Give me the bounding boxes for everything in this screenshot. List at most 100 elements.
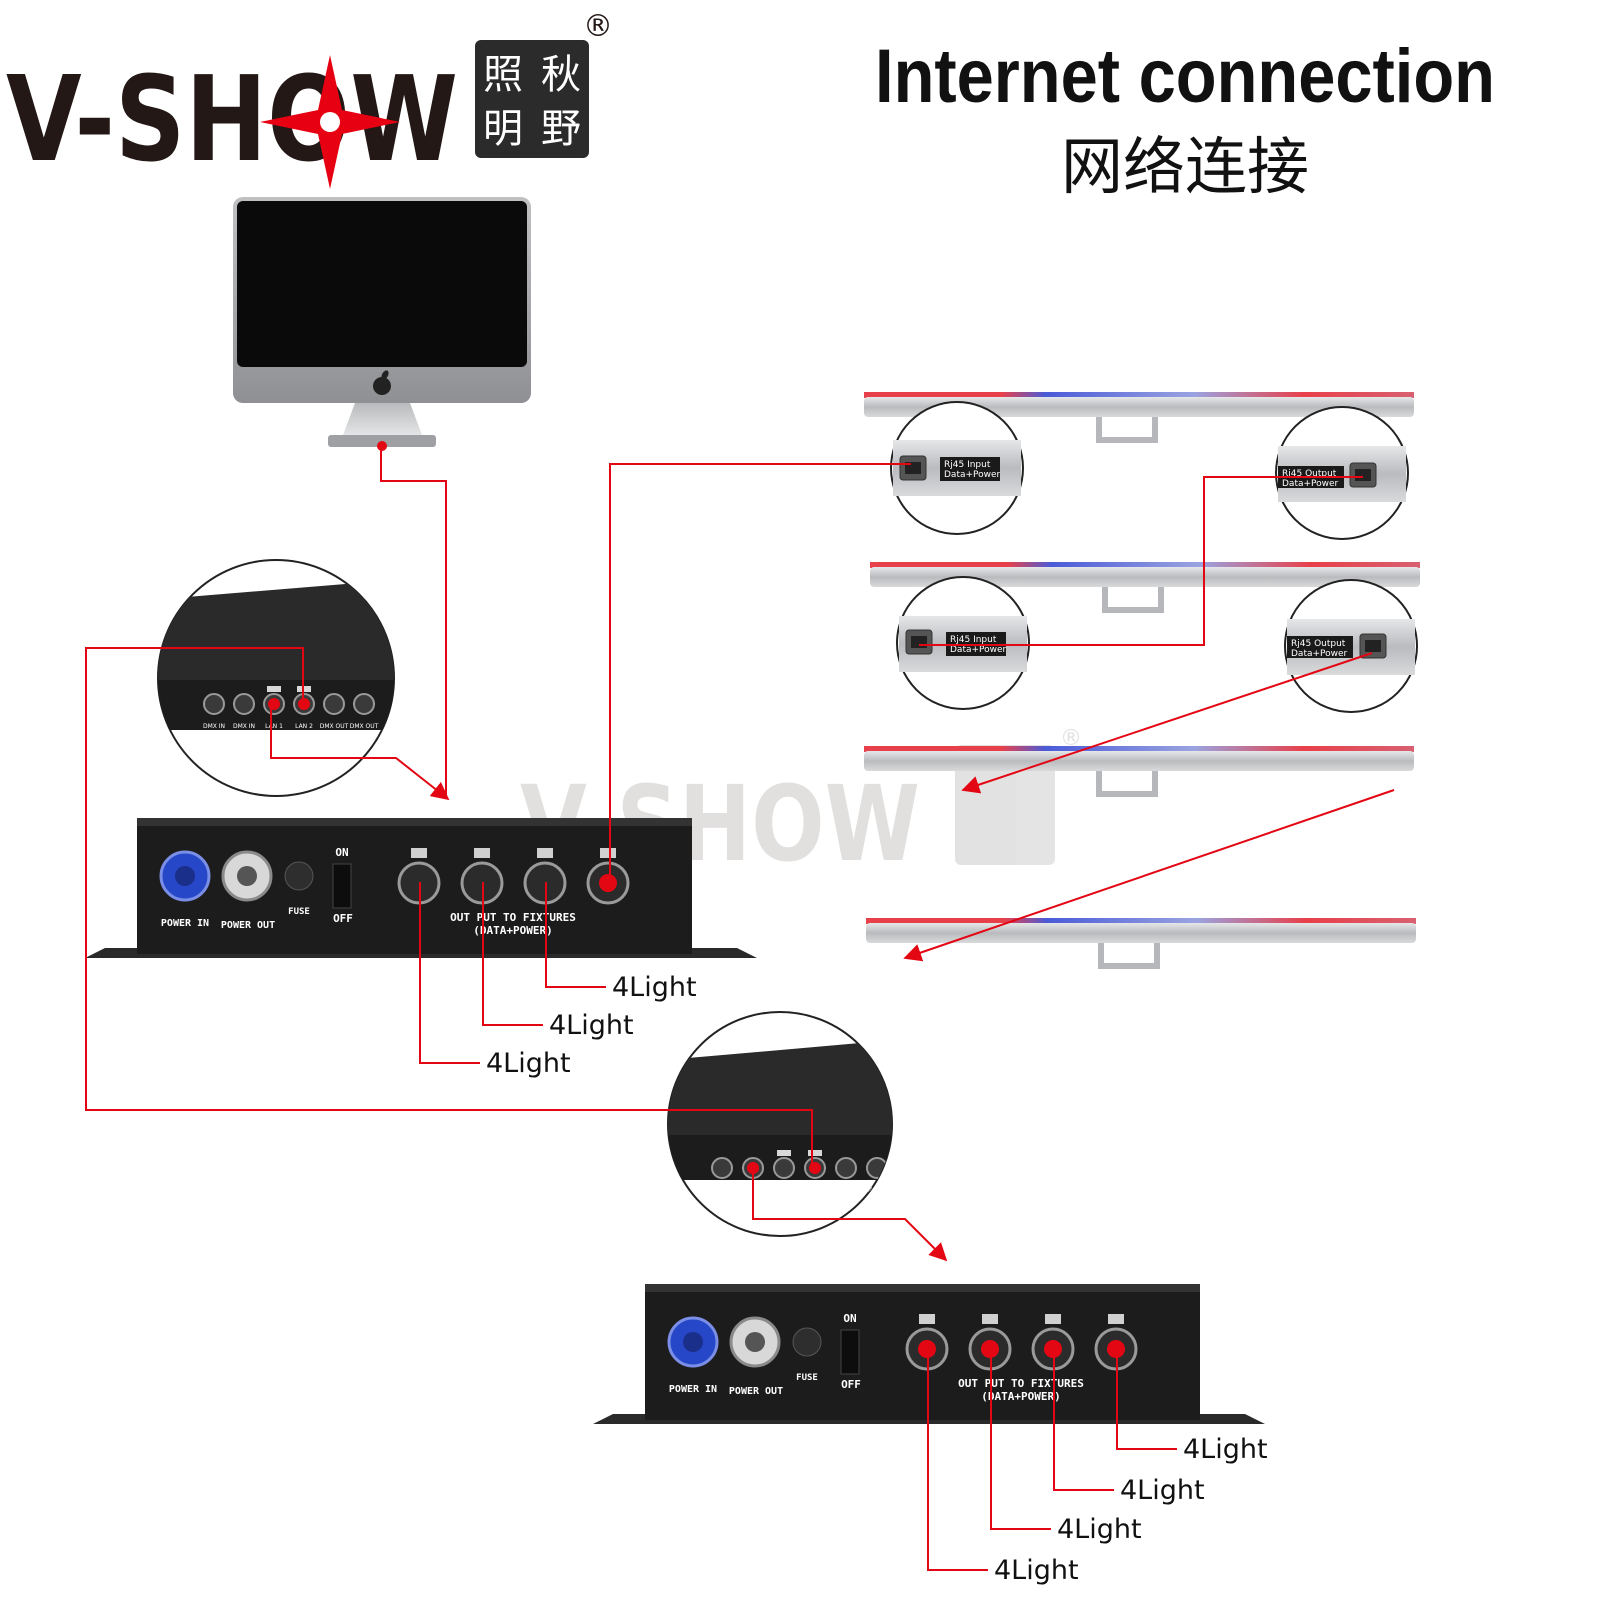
seal-char-3: 明 [483, 106, 523, 152]
led-bars [864, 392, 1420, 969]
output-sublabel: (DATA+POWER) [981, 1390, 1060, 1403]
detail-port-label: DMX OUT [350, 723, 379, 730]
detail-port-label: DMX IN [711, 1187, 733, 1194]
output-wires [419, 882, 1177, 1571]
bar-port-zoom-2-out: Rj45 Output Data+Power [1284, 579, 1418, 713]
seal-char-4: 野 [541, 106, 581, 152]
output-wire [1053, 1348, 1114, 1491]
power-out-label: POWER OUT [221, 920, 275, 931]
led-bar [866, 918, 1416, 969]
output-wire [545, 882, 606, 988]
detail-port-highlight [809, 1162, 821, 1174]
wires [85, 446, 1395, 1262]
rj45-output-sublabel: Data+Power [1282, 479, 1339, 489]
detail-port [203, 693, 225, 715]
output-label: OUT PUT TO FIXTURES [958, 1377, 1084, 1390]
switch-off-label: OFF [333, 912, 353, 925]
fuse-label: FUSE [796, 1373, 818, 1383]
detail-port-label: DMX OUT [320, 723, 349, 730]
bar-port-zoom-1-in: Rj45 Input Data+Power [890, 401, 1024, 535]
power-switch [840, 1329, 860, 1375]
output-label: OUT PUT TO FIXTURES [450, 911, 576, 924]
page-subtitle: 网络连接 [1061, 130, 1309, 203]
output-wire [927, 1348, 988, 1571]
registered-mark: ® [583, 9, 613, 44]
output-light-label: 4Light [612, 972, 697, 1003]
detail-port-label: DMX OUT [832, 1187, 861, 1194]
output-light-label: 4Light [486, 1048, 571, 1079]
detail-port [323, 693, 345, 715]
watermark-registered: ® [1060, 726, 1082, 751]
controller-box-top: POWER IN POWER OUT FUSE ON OFF OUT PUT TO FIX… [85, 818, 757, 958]
detail-port [353, 693, 375, 715]
led-bar [864, 392, 1414, 443]
detail-port-label: LAN 2 [295, 723, 313, 730]
switch-on-label: ON [335, 846, 348, 859]
output-sublabel: (DATA+POWER) [473, 924, 552, 937]
wire-detail-bottom-to-controller [752, 1168, 948, 1262]
fuse-holder [284, 861, 314, 891]
output-light-label: 4Light [1183, 1434, 1268, 1465]
brand-seal: 照 秋 明 野 [475, 40, 589, 158]
detail-port [835, 1157, 857, 1179]
wire-computer-to-controller [380, 446, 447, 795]
seal-char-2: 秋 [541, 52, 581, 98]
wire-daisy-chain [85, 647, 813, 1164]
logo-star-icon [260, 55, 400, 189]
output-port-highlight [599, 874, 617, 892]
computer-monitor [233, 197, 531, 451]
output-wire [419, 882, 480, 1064]
output-labels: 4Light 4Light 4Light 4Light 4Light 4Light 4Lig… [486, 972, 1268, 1586]
detail-port [773, 1157, 795, 1179]
wire-bar3-to-bar4 [903, 789, 1395, 962]
led-bar [864, 746, 1414, 797]
page-title: Internet connection [875, 34, 1495, 119]
detail-port-label: LAN 1 [775, 1187, 793, 1194]
bar-port-zoom-1-out: Rj45 Output Data+Power [1275, 406, 1409, 540]
rj45-output-label-2: Rj45 Output [1291, 639, 1346, 649]
wire-bar2-to-bar3 [961, 652, 1373, 794]
rj45-input-label: Rj45 Input [944, 460, 991, 470]
switch-on-label: ON [843, 1312, 856, 1325]
power-switch [332, 863, 352, 909]
output-light-label: 4Light [1057, 1514, 1142, 1545]
rj45-input-sublabel: Data+Power [944, 470, 1001, 480]
output-light-label: 4Light [1120, 1475, 1205, 1506]
detail-port-label: LAN 1 [265, 723, 283, 730]
output-light-label: 4Light [549, 1010, 634, 1041]
controller-box-bottom: POWER IN POWER OUT FUSE ON OFF OUT PUT TO FIX… [593, 1284, 1265, 1424]
detail-port-label: DMX OUT [863, 1187, 892, 1194]
wire-controller-to-bar1 [609, 463, 911, 880]
wire-detail-top-lan1 [270, 704, 450, 801]
output-light-label: 4Light [994, 1555, 1079, 1586]
detail-port-label: DMX IN [203, 723, 225, 730]
detail-port [233, 693, 255, 715]
power-in-label: POWER IN [669, 1384, 717, 1395]
output-wire [1116, 1348, 1177, 1450]
rj45-output-sublabel-2: Data+Power [1291, 649, 1348, 659]
output-wire [990, 1348, 1051, 1530]
seal-char-1: 照 [483, 52, 523, 98]
fuse-holder [792, 1327, 822, 1357]
detail-port-label: LAN 2 [806, 1187, 824, 1194]
bar-port-zoom-2-in: Rj45 Input Data+Power [896, 576, 1030, 710]
led-bar [870, 562, 1420, 613]
rj45-output-label: Rj45 Output [1282, 469, 1337, 479]
rj45-input-label-2: Rj45 Input [950, 635, 997, 645]
switch-off-label: OFF [841, 1378, 861, 1391]
power-out-label: POWER OUT [729, 1386, 783, 1397]
rj45-input-sublabel-2: Data+Power [950, 645, 1007, 655]
output-wire [482, 882, 543, 1026]
apple-logo-icon [373, 370, 391, 395]
brand-logo-text: V-SHOW [6, 50, 458, 188]
brand-logo: V-SHOW 照 秋 明 野 ® [6, 9, 613, 189]
wire-bar1-to-bar2 [919, 476, 1363, 646]
fuse-label: FUSE [288, 907, 310, 917]
detail-port [711, 1157, 733, 1179]
power-in-label: POWER IN [161, 918, 209, 929]
detail-port-highlight [268, 698, 280, 710]
detail-port-label: DMX IN [233, 723, 255, 730]
